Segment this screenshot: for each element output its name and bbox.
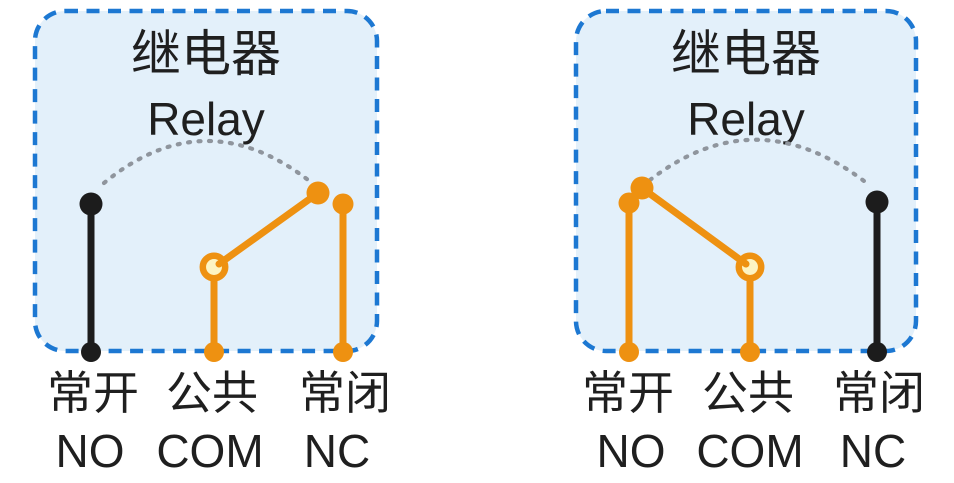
label-no-en: NO — [597, 425, 666, 477]
switch-arm — [215, 189, 322, 268]
label-com-en: COM — [696, 425, 803, 477]
label-com-zh: 公共 — [166, 367, 258, 419]
relay-title-zh: 继电器 — [131, 26, 281, 82]
terminal-no-pin — [619, 342, 639, 362]
terminal-no-pin — [81, 342, 101, 362]
terminal-nc-top-contact — [865, 190, 889, 214]
contact-swing-arc — [647, 137, 867, 184]
relay-title-zh: 继电器 — [671, 26, 821, 82]
label-com-zh: 公共 — [702, 367, 794, 419]
terminal-com-pin — [204, 342, 224, 362]
label-nc-zh: 常闭 — [833, 367, 925, 419]
relay-diagram-energized: 继电器 Relay 常开 公共 常闭 NO COM NC — [573, 8, 925, 477]
terminal-nc-top-contact — [332, 193, 354, 215]
switch-arm-contact-dot — [630, 176, 654, 200]
relay-title-en: Relay — [147, 93, 265, 145]
switch-arm — [638, 184, 750, 268]
contact-swing-arc — [101, 138, 315, 186]
relay-diagram-released: 继电器 Relay 常开 公共 常闭 NO COM NC — [32, 8, 391, 477]
relay-box — [573, 8, 919, 354]
label-nc-zh: 常闭 — [299, 367, 391, 419]
terminal-no-top-contact — [79, 192, 103, 216]
label-nc-en: NC — [840, 425, 906, 477]
terminal-no-top-contact — [618, 192, 640, 214]
switch-arm-contact-dot — [306, 181, 330, 205]
label-no-zh: 常开 — [582, 367, 674, 419]
label-nc-en: NC — [304, 425, 370, 477]
label-com-en: COM — [156, 425, 263, 477]
relay-title-en: Relay — [687, 93, 805, 145]
label-no-en: NO — [56, 425, 125, 477]
terminal-com-pin — [740, 342, 760, 362]
terminal-nc-pin — [333, 342, 353, 362]
label-no-zh: 常开 — [47, 367, 139, 419]
terminal-nc-pin — [867, 342, 887, 362]
